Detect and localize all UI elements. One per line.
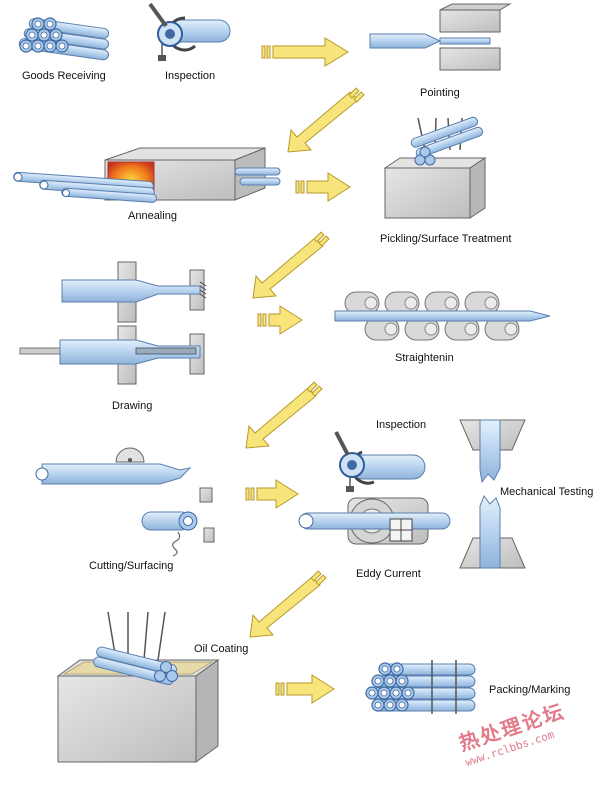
label-eddy-current: Eddy Current [356,568,421,580]
label-inspection-2: Inspection [376,419,427,431]
straightening-rollers-icon [334,291,551,341]
label-straightening: Straightenin [395,352,454,364]
label-cutting: Cutting/Surfacing [89,560,174,572]
flow-arrow-2 [287,87,365,153]
flow-arrow-6 [245,381,323,449]
oil-coating-tank-icon [56,611,220,763]
surfacing-tool-icon [141,487,215,557]
mechanical-testing-icon [459,419,526,569]
label-annealing: Annealing [128,210,177,222]
drawing-die-bottom-icon [19,325,205,385]
drawing-die-top-icon [61,261,207,323]
flow-arrow-8 [249,570,327,638]
label-drawing: Drawing [112,400,153,412]
label-mechanical-testing: Mechanical Testing [500,486,594,498]
flow-arrow-7 [245,479,299,509]
inspection-probe-icon [148,2,231,61]
annealing-furnace-icon [13,147,281,203]
flow-arrow-5 [257,305,303,335]
label-goods-receiving: Goods Receiving [22,70,106,82]
label-pickling: Pickling/Surface Treatment [380,233,512,245]
goods-receiving-bundle-icon [18,17,110,61]
flow-arrow-3 [295,172,351,202]
label-pointing: Pointing [420,87,460,99]
pickling-tank-icon [383,116,487,219]
label-inspection-1: Inspection [165,70,216,82]
flow-arrow-1 [261,37,349,67]
label-packing: Packing/Marking [489,684,571,696]
cutting-saw-icon [35,447,192,485]
label-oil-coating: Oil Coating [194,643,249,655]
pointing-machine-icon [369,3,512,71]
flow-arrow-9 [275,674,335,704]
packing-bundle-icon [365,660,476,714]
inspection-2-probe-icon [334,431,426,492]
flow-arrow-4 [252,231,330,299]
eddy-current-coil-icon [298,497,451,545]
